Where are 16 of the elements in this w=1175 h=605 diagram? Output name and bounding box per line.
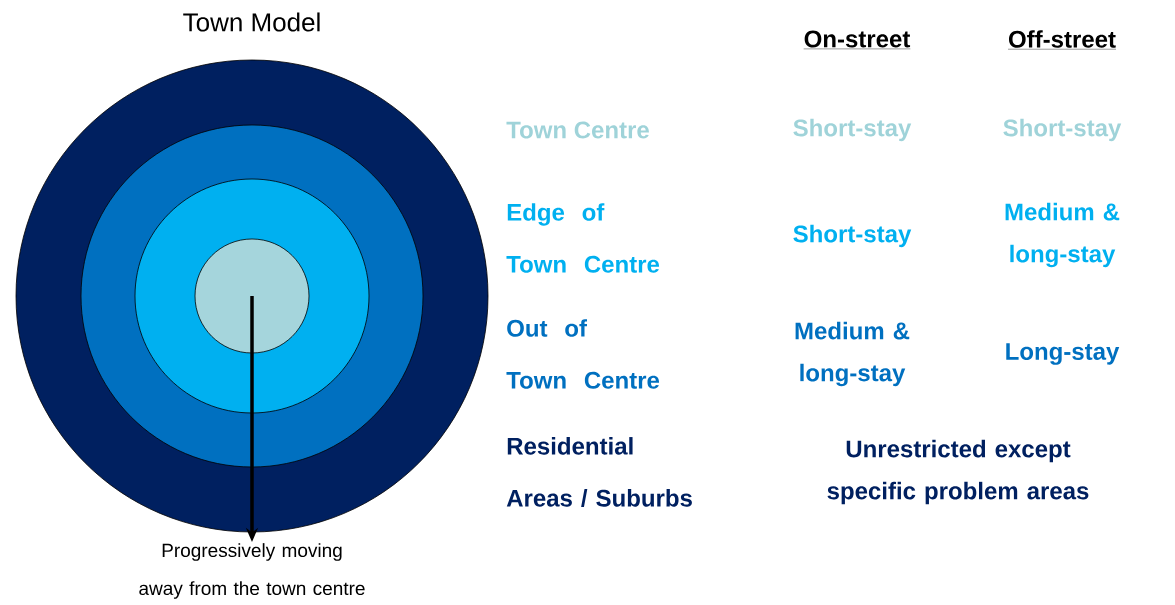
column-heading: On-street xyxy=(803,30,911,50)
table-text: Short-stay xyxy=(1003,118,1122,142)
table-text: Long-stay xyxy=(1006,343,1120,365)
title: Town Model xyxy=(183,12,320,32)
table-text: Town Centre xyxy=(506,121,649,139)
ring-circle xyxy=(194,238,310,354)
table-text: Medium & long-stay xyxy=(795,321,910,387)
caption-text: Progressively moving away from the town centre xyxy=(139,543,365,599)
table-text: Short-stay xyxy=(793,224,912,248)
table-text: Out of Town Centre xyxy=(506,319,660,389)
table-text: Short-stay xyxy=(793,118,912,142)
table-text: Medium & long-stay xyxy=(1005,202,1120,268)
column-heading: Off-street xyxy=(1007,30,1117,50)
table-text: Edge of Town Centre xyxy=(506,203,660,273)
table-text: Unrestricted except specific problem areas xyxy=(827,439,1089,505)
table-text: Residential Areas / Suburbs xyxy=(506,437,692,507)
